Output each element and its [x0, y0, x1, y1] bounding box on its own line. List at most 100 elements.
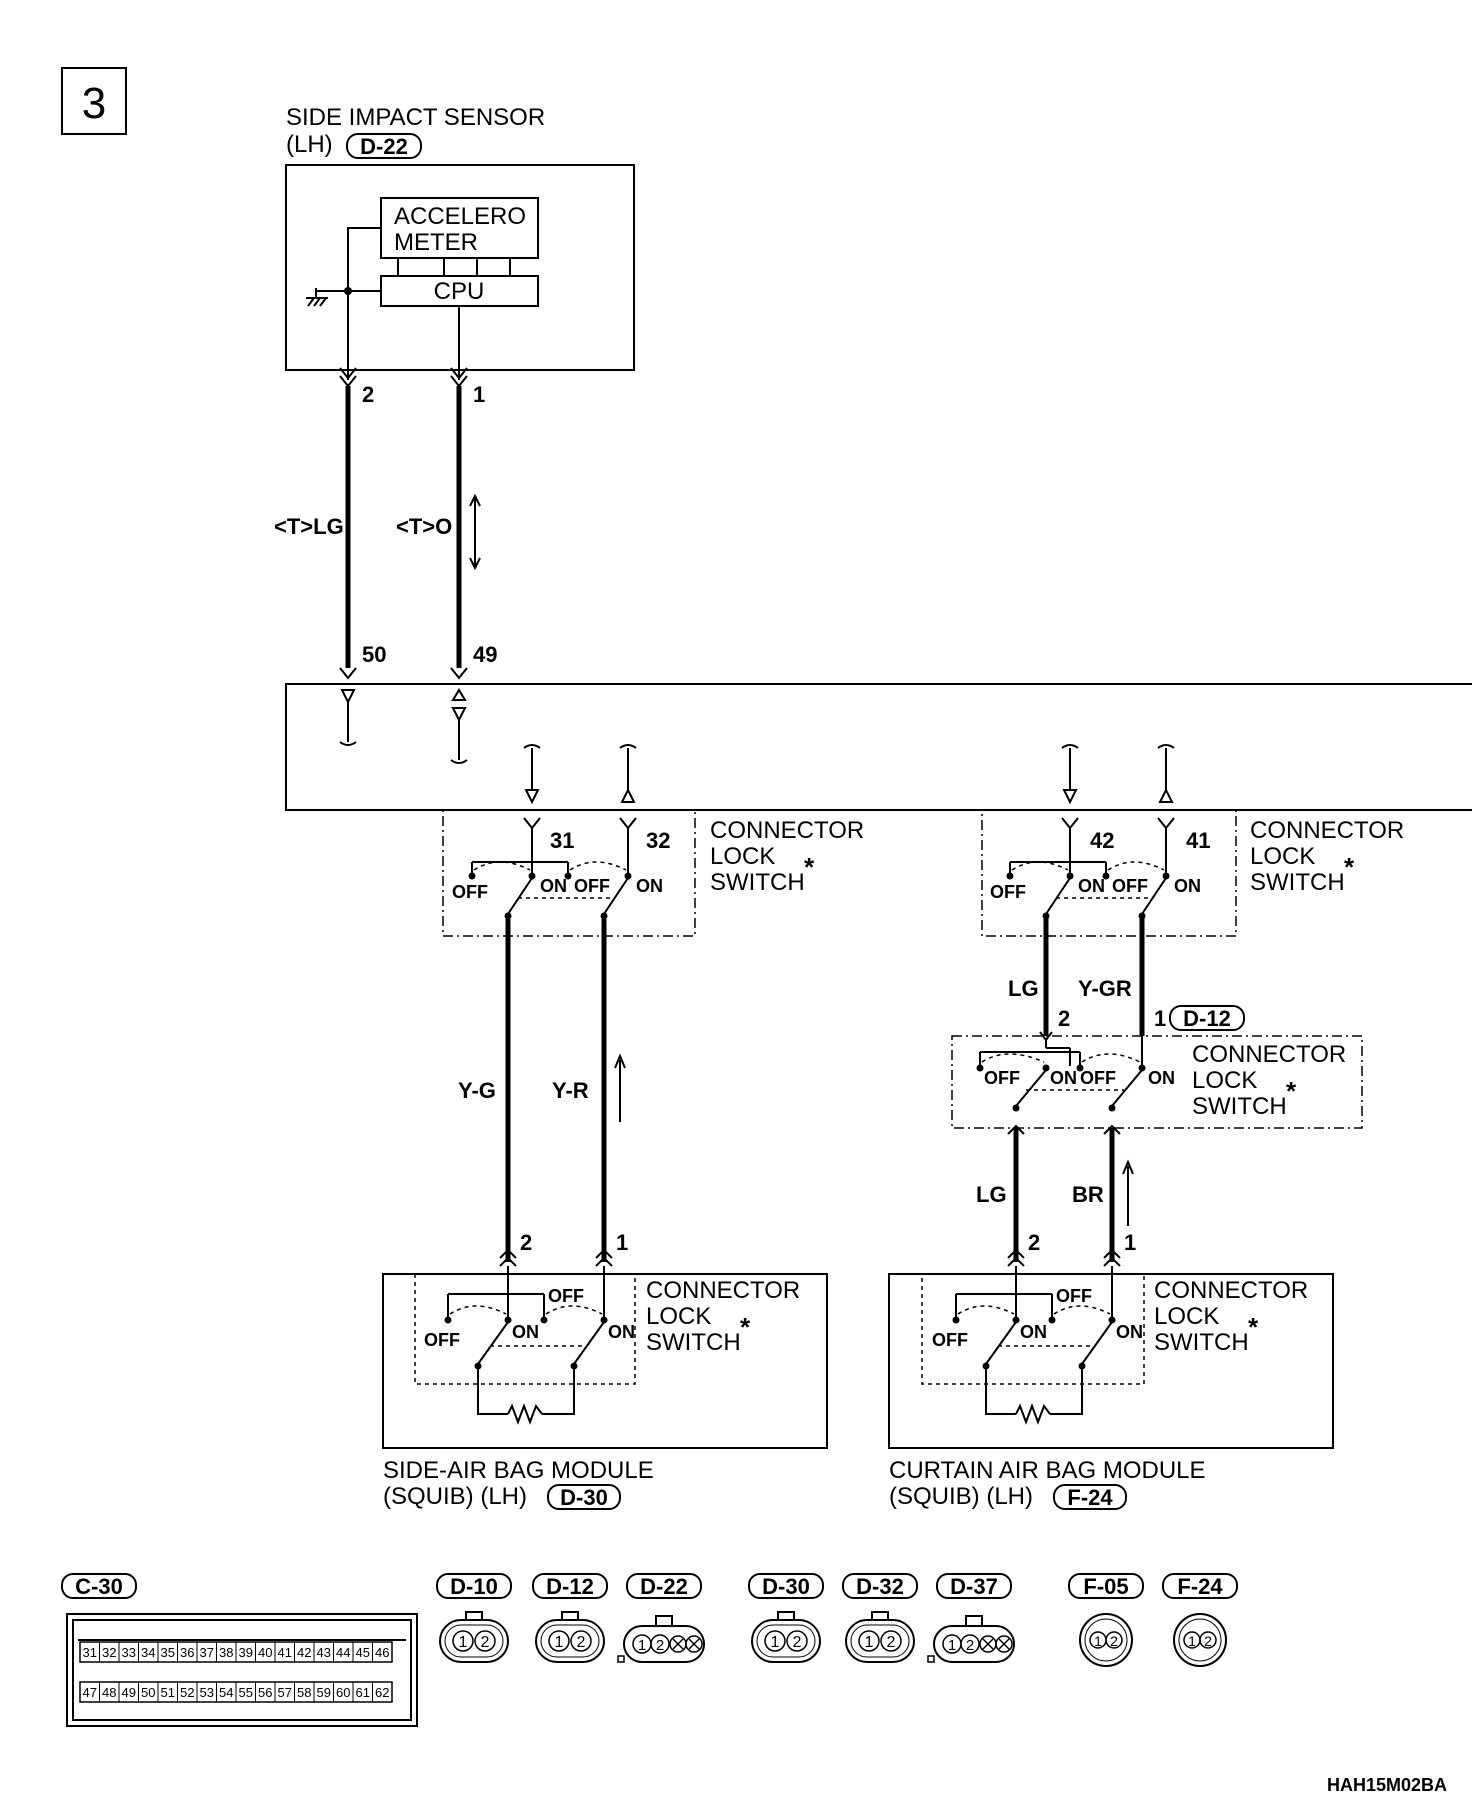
c30-pin: 62 — [375, 1685, 389, 1700]
c30-pin: 56 — [258, 1685, 272, 1700]
lock-switch-label-1b: LOCK — [710, 843, 775, 870]
connector-pin — [474, 1630, 496, 1652]
d12-lock-on-1: ON — [1050, 1068, 1077, 1088]
sensor-connector-label: D-22 — [360, 134, 408, 159]
bidirectional-arrow-icon — [469, 493, 481, 571]
side-module-connector: D-30 — [560, 1485, 608, 1510]
accelerometer-label-1: ACCELERO — [394, 203, 526, 230]
curtain-module-lock-box — [921, 1273, 1145, 1385]
page-number: 3 — [82, 79, 106, 128]
curtain-module-label-1: CURTAIN AIR BAG MODULE — [889, 1457, 1206, 1484]
c30-pin: 59 — [317, 1685, 331, 1700]
connector-pin — [764, 1630, 786, 1652]
c30-pin: 53 — [200, 1685, 214, 1700]
side-lock-label-1: CONNECTOR — [646, 1277, 800, 1304]
side-module-label-1: SIDE-AIR BAG MODULE — [383, 1457, 654, 1484]
lock-on-1: ON — [540, 876, 567, 896]
connector-pin — [858, 1630, 880, 1652]
c30-pin: 47 — [83, 1685, 97, 1700]
connector-pin-number: 2 — [966, 1637, 974, 1654]
connector-pin-number: 1 — [865, 1634, 874, 1651]
lock-off-4: OFF — [1112, 876, 1148, 896]
connector-id-label: F-05 — [1083, 1574, 1128, 1599]
c30-pin: 37 — [200, 1645, 214, 1660]
sensor-title: SIDE IMPACT SENSOR — [286, 104, 545, 131]
c30-pin: 46 — [375, 1645, 389, 1660]
lock-switch-label-2a: CONNECTOR — [1250, 817, 1404, 844]
curtain-module-pin-1: 1 — [1124, 1230, 1136, 1255]
connector-id-label: F-24 — [1177, 1574, 1223, 1599]
side-lock-label-2: LOCK — [646, 1303, 711, 1330]
srs-ecu-box — [285, 683, 1472, 811]
c30-pin: 48 — [102, 1685, 116, 1700]
connector-pin-number: 2 — [793, 1634, 802, 1651]
ecu-pin-32-connector — [619, 817, 637, 876]
document-code: HAH15M02BA — [1327, 1775, 1447, 1795]
d12-lock-label-3: SWITCH — [1192, 1093, 1287, 1120]
c30-pin: 51 — [161, 1685, 175, 1700]
page-number-box: 3 — [61, 67, 127, 135]
side-lock-off-top: OFF — [548, 1286, 584, 1306]
side-lock-off: OFF — [424, 1330, 460, 1350]
ecu-pin-31: 31 — [550, 828, 574, 853]
side-module-switch-contacts — [444, 1266, 608, 1425]
d12-lock-on-2: ON — [1148, 1068, 1175, 1088]
d12-pin-1: 1 — [1154, 1006, 1166, 1031]
c30-label: C-30 — [75, 1574, 123, 1599]
c30-pin: 34 — [141, 1645, 155, 1660]
c30-pin: 38 — [219, 1645, 233, 1660]
curtain-module-connector: F-24 — [1067, 1485, 1113, 1510]
ecu-lock-switch-left-box — [442, 809, 696, 937]
side-module-pin-2: 2 — [520, 1230, 532, 1255]
curtain-module-connector-tag: F-24 — [1053, 1484, 1127, 1510]
connector-pin — [452, 1630, 474, 1652]
c30-connector-tag: C-30 — [61, 1573, 137, 1599]
c30-pin: 44 — [336, 1645, 350, 1660]
c30-pin: 54 — [219, 1685, 233, 1700]
curtain-lock-label-1: CONNECTOR — [1154, 1277, 1308, 1304]
c30-pin: 42 — [297, 1645, 311, 1660]
side-module-label-2: (SQUIB) (LH) — [383, 1483, 527, 1510]
connector-pin — [880, 1630, 902, 1652]
curtain-lock-off: OFF — [932, 1330, 968, 1350]
sensor-pin-2: 2 — [362, 382, 374, 407]
connector-pin-number: 1 — [555, 1634, 564, 1651]
connector-pin-number: 1 — [459, 1634, 468, 1651]
curtain-module-label-2: (SQUIB) (LH) — [889, 1483, 1033, 1510]
ecu-pin-50: 50 — [362, 642, 386, 667]
accel-cpu-bus — [397, 258, 511, 276]
wire-label-ygr: Y-GR — [1078, 976, 1132, 1001]
connector-pin-number: 2 — [481, 1634, 490, 1651]
lock-off-1: OFF — [452, 882, 488, 902]
ecu-lock-switch-right-box — [981, 809, 1237, 937]
connector-pin-number: 2 — [656, 1637, 664, 1654]
curtain-module-pin-2: 2 — [1028, 1230, 1040, 1255]
lock-switch-label-2b: LOCK — [1250, 843, 1315, 870]
lock-on-3: ON — [1078, 876, 1105, 896]
connector-id-label: D-12 — [546, 1574, 594, 1599]
c30-pin: 61 — [356, 1685, 370, 1700]
c30-pin: 50 — [141, 1685, 155, 1700]
d12-lock-off-1: OFF — [984, 1068, 1020, 1088]
c30-pin: 58 — [297, 1685, 311, 1700]
connector-pin — [1105, 1631, 1123, 1649]
curtain-module-pin-connectors — [1007, 1248, 1121, 1267]
lock-on-2: ON — [636, 876, 663, 896]
curtain-lock-off-top: OFF — [1056, 1286, 1092, 1306]
connector-pin — [570, 1630, 592, 1652]
wire-label-yr: Y-R — [552, 1078, 589, 1103]
connector-pin-number: 2 — [1110, 1633, 1118, 1649]
asterisk-4: * — [1286, 1076, 1297, 1106]
asterisk-5: * — [1248, 1312, 1259, 1342]
lock-on-4: ON — [1174, 876, 1201, 896]
ecu-pin-42: 42 — [1090, 828, 1114, 853]
c30-pin: 60 — [336, 1685, 350, 1700]
